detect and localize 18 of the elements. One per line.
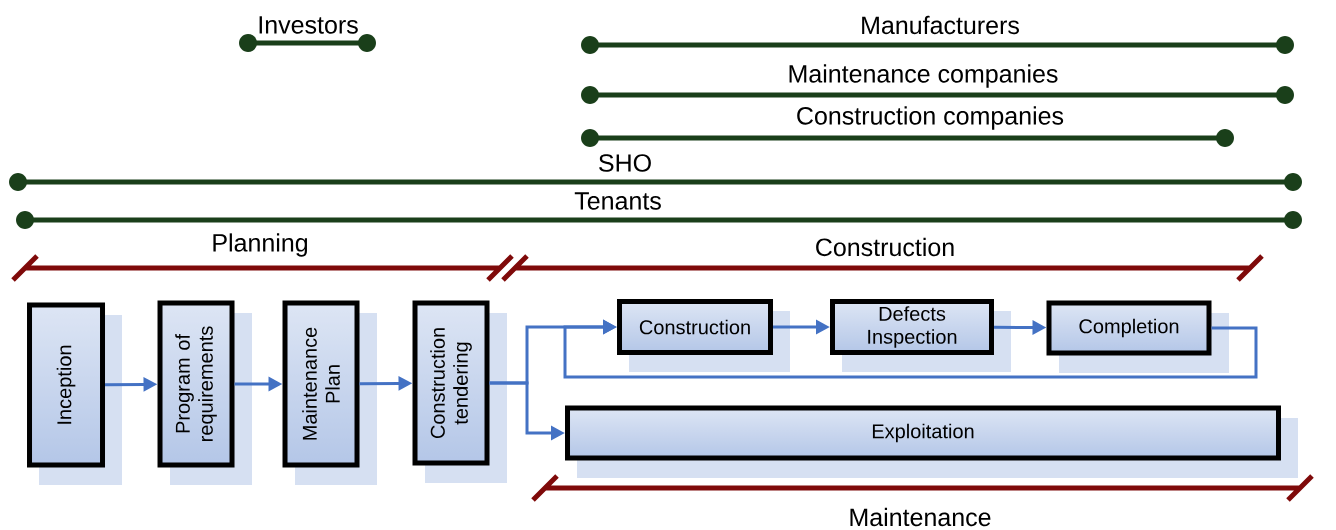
- timeline-label: Manufacturers: [862, 15, 1019, 35]
- timeline-label: Tenants: [574, 192, 661, 210]
- process-box: Construction tendering: [412, 300, 507, 483]
- process-box: Program of requirements: [157, 300, 252, 485]
- arrow: [563, 319, 1258, 379]
- timeline-label: Investors: [259, 16, 358, 34]
- timeline-label: Construction companies: [797, 106, 1064, 130]
- process-box: Inception: [27, 302, 122, 485]
- process-box: Defects Inspection: [830, 299, 1011, 372]
- timeline-label: Maintenance companies: [789, 64, 1058, 88]
- process-box: Exploitation: [565, 405, 1298, 478]
- timeline-label: SHO: [599, 154, 651, 172]
- phase-label: Construction: [816, 237, 954, 257]
- process-box: Construction: [617, 299, 790, 372]
- process-box: Maintenance Plan: [282, 300, 377, 485]
- phase-label: Planning: [213, 233, 308, 257]
- phase-label: Maintenance: [850, 507, 991, 527]
- process-box: Completion: [1046, 300, 1229, 373]
